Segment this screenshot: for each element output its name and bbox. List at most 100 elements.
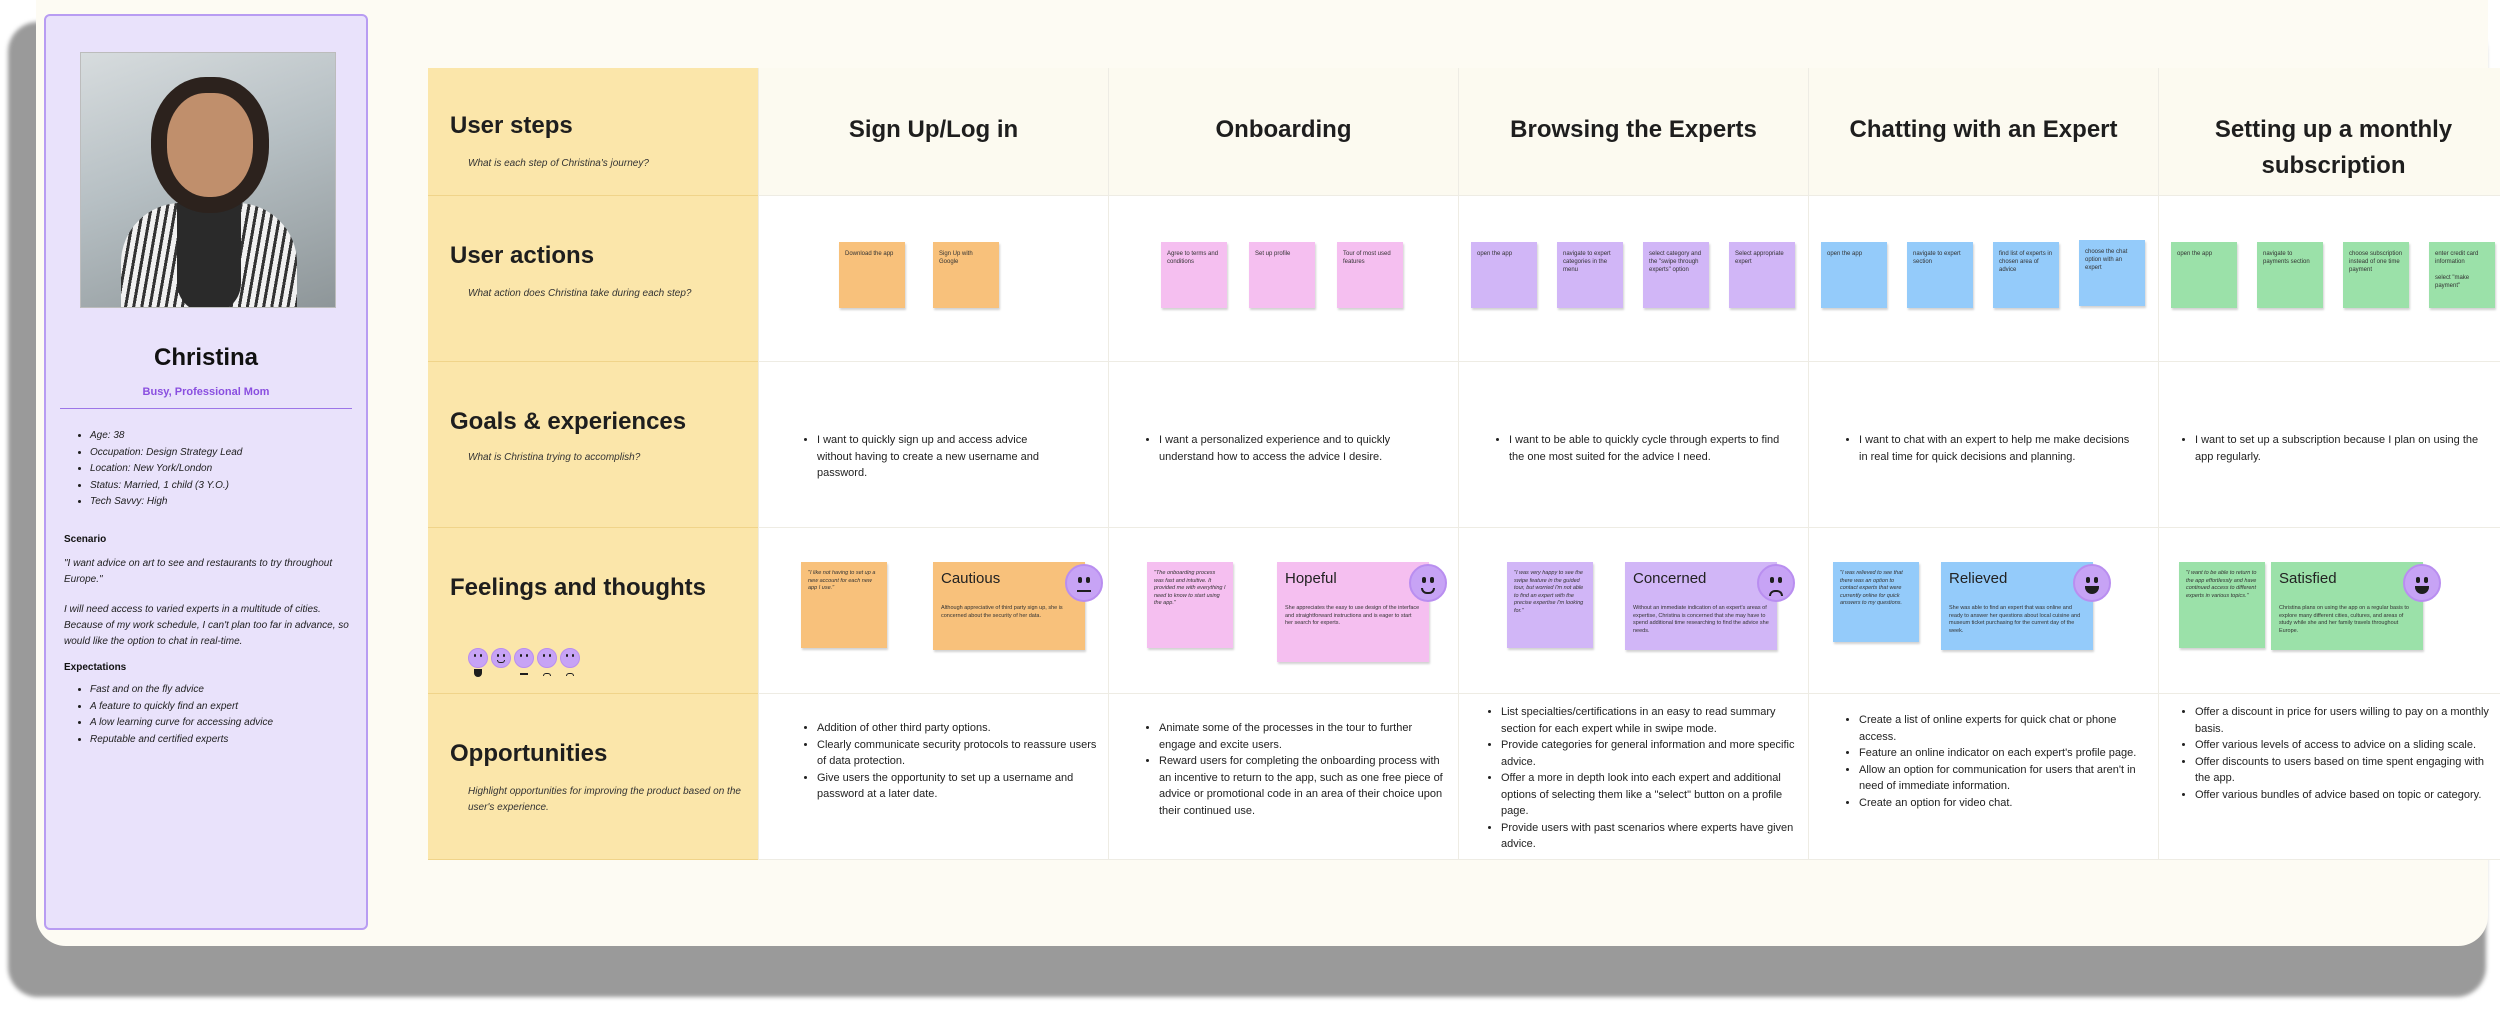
stage-cell: open the app navigate to expert categori…: [1458, 196, 1808, 362]
opportunity-item: Feature an online indicator on each expe…: [1859, 745, 2147, 762]
stage-cell: "I want to be able to return to the app …: [2158, 528, 2500, 694]
action-sticky: open the app: [1471, 242, 1537, 308]
persona-card: Christina Busy, Professional Mom Age: 38…: [44, 14, 368, 930]
grinning-face-icon: [468, 648, 488, 668]
feeling-label: Relieved: [1949, 570, 2085, 587]
stage-cell: open the app navigate to expert section …: [1808, 196, 2158, 362]
row-goals: Goals & experiences What is Christina tr…: [428, 362, 2488, 528]
persona-role: Busy, Professional Mom: [46, 386, 366, 398]
row-subtitle: What is each step of Christina's journey…: [468, 156, 738, 172]
neutral-face-icon: [514, 648, 534, 668]
opportunity-item: Addition of other third party options.: [817, 720, 1101, 737]
persona-name: Christina: [46, 344, 366, 372]
opportunity-list: Addition of other third party options. C…: [805, 720, 1101, 803]
row-header: User steps What is each step of Christin…: [428, 68, 758, 196]
photo-shirt: [177, 203, 241, 308]
row-title: Feelings and thoughts: [450, 574, 706, 602]
opportunity-item: Animate some of the processes in the tou…: [1159, 720, 1447, 753]
feeling-label: Cautious: [941, 570, 1077, 587]
worried-face-icon: [537, 648, 557, 668]
smiling-face-icon: [491, 648, 511, 668]
action-sticky: open the app: [1821, 242, 1887, 308]
feeling-description: Without an immediate indication of an ex…: [1633, 605, 1769, 635]
action-sticky: Download the app: [839, 242, 905, 308]
action-sticky: navigate to expert section: [1907, 242, 1973, 308]
row-feelings: Feelings and thoughts "I like not having…: [428, 528, 2488, 694]
neutral-face-icon: [1065, 564, 1103, 602]
opportunity-item: Reward users for completing the onboardi…: [1159, 753, 1447, 819]
stage-title: Chatting with an Expert: [1809, 112, 2158, 148]
row-header: User actions What action does Christina …: [428, 196, 758, 362]
stage-cell: List specialties/certifications in an ea…: [1458, 694, 1808, 860]
row-opportunities: Opportunities Highlight opportunities fo…: [428, 694, 2488, 860]
opportunity-list: Create a list of online experts for quic…: [1847, 712, 2147, 811]
feeling-description: She was able to find an expert that was …: [1949, 605, 2085, 635]
expectations-list: Fast and on the fly advice A feature to …: [80, 682, 350, 748]
stage-cell: I want to set up a subscription because …: [2158, 362, 2500, 528]
row-header: Goals & experiences What is Christina tr…: [428, 362, 758, 528]
stage-cell: Setting up a monthly subscription: [2158, 68, 2500, 196]
stage-cell: I want a personalized experience and to …: [1108, 362, 1458, 528]
goal-list: I want to quickly sign up and access adv…: [805, 432, 1055, 482]
journey-grid: User steps What is each step of Christin…: [428, 68, 2488, 860]
row-header: Opportunities Highlight opportunities fo…: [428, 694, 758, 860]
persona-fact: Tech Savvy: High: [90, 494, 350, 511]
worried-face-icon: [1757, 564, 1795, 602]
stage-title: Setting up a monthly subscription: [2159, 112, 2500, 184]
stage-cell: Onboarding: [1108, 68, 1458, 196]
opportunity-item: Create an option for video chat.: [1859, 795, 2147, 812]
opportunity-item: Create a list of online experts for quic…: [1859, 712, 2147, 745]
feeling-description: Christina plans on using the app on a re…: [2279, 605, 2415, 635]
stage-cell: "I like not having to set up a new accou…: [758, 528, 1108, 694]
row-subtitle: What is Christina trying to accomplish?: [468, 450, 738, 466]
row-header: Feelings and thoughts: [428, 528, 758, 694]
goal-list: I want a personalized experience and to …: [1147, 432, 1437, 465]
row-user-steps: User steps What is each step of Christin…: [428, 68, 2488, 196]
opportunity-item: Offer a discount in price for users will…: [2195, 704, 2500, 737]
opportunity-item: List specialties/certifications in an ea…: [1501, 704, 1803, 737]
row-subtitle: What action does Christina take during e…: [468, 286, 738, 302]
stage-cell: "The onboarding process was fast and int…: [1108, 528, 1458, 694]
persona-fact: Age: 38: [90, 428, 350, 445]
expectation-item: Fast and on the fly advice: [90, 682, 350, 699]
scenario-quote: "I want advice on art to see and restaur…: [64, 556, 356, 588]
goal-item: I want to chat with an expert to help me…: [1859, 432, 2137, 465]
opportunity-list: Offer a discount in price for users will…: [2183, 704, 2500, 803]
persona-fact: Location: New York/London: [90, 461, 350, 478]
goal-item: I want to quickly sign up and access adv…: [817, 432, 1055, 482]
stage-title: Browsing the Experts: [1459, 112, 1808, 148]
stage-title: Onboarding: [1109, 112, 1458, 148]
action-sticky: find list of experts in chosen area of a…: [1993, 242, 2059, 308]
stage-cell: Addition of other third party options. C…: [758, 694, 1108, 860]
goal-item: I want to set up a subscription because …: [2195, 432, 2483, 465]
stage-title: Sign Up/Log in: [759, 112, 1108, 148]
persona-fact: Occupation: Design Strategy Lead: [90, 445, 350, 462]
row-subtitle: Highlight opportunities for improving th…: [468, 784, 758, 816]
action-sticky: choose subscription instead of one time …: [2343, 242, 2409, 308]
opportunity-item: Allow an option for communication for us…: [1859, 762, 2147, 795]
feeling-sticky: Cautious Although appreciative of third …: [933, 562, 1085, 650]
opportunity-item: Give users the opportunity to set up a u…: [817, 770, 1101, 803]
persona-divider: [60, 408, 352, 409]
feeling-label: Concerned: [1633, 570, 1769, 587]
opportunity-item: Offer discounts to users based on time s…: [2195, 754, 2500, 787]
photo-face: [167, 93, 253, 197]
relieved-face-icon: [2073, 564, 2111, 602]
action-sticky: choose the chat option with an expert: [2079, 240, 2145, 306]
action-sticky: Tour of most used features: [1337, 242, 1403, 308]
quote-sticky: "I was very happy to see the swipe featu…: [1507, 562, 1593, 648]
action-sticky: open the app: [2171, 242, 2237, 308]
stage-cell: Sign Up/Log in: [758, 68, 1108, 196]
stage-cell: Animate some of the processes in the tou…: [1108, 694, 1458, 860]
action-sticky: select category and the "swipe through e…: [1643, 242, 1709, 308]
stage-cell: "I was very happy to see the swipe featu…: [1458, 528, 1808, 694]
feeling-sticky: Hopeful She appreciates the easy to use …: [1277, 562, 1429, 662]
feeling-scale: [468, 648, 580, 668]
stage-cell: Offer a discount in price for users will…: [2158, 694, 2500, 860]
angry-face-icon: [560, 648, 580, 668]
feeling-description: Although appreciative of third party sig…: [941, 605, 1077, 620]
goal-item: I want to be able to quickly cycle throu…: [1509, 432, 1787, 465]
action-sticky: Set up profile: [1249, 242, 1315, 308]
goal-list: I want to chat with an expert to help me…: [1847, 432, 2137, 465]
